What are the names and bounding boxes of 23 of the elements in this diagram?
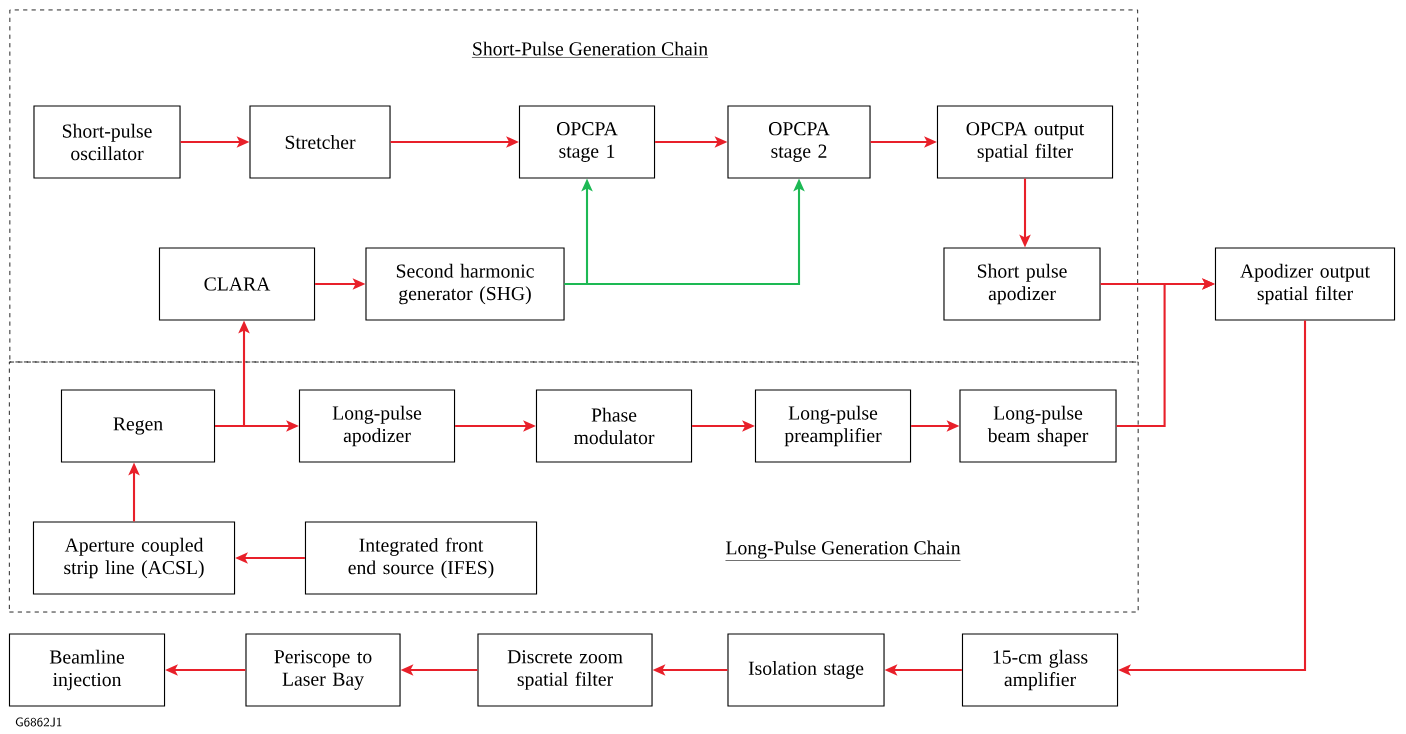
process-box: Short-pulse oscillator [33, 105, 181, 179]
process-box: Short pulse apodizer [943, 247, 1101, 321]
process-box: 15-cm glass amplifier [961, 633, 1119, 707]
process-box: OPCPA output spatial filter [936, 105, 1114, 179]
process-box: Long-pulse beam shaper [959, 389, 1117, 463]
process-box: Periscope to Laser Bay [245, 633, 401, 707]
process-box: CLARA [158, 247, 316, 321]
process-box: Regen [60, 389, 216, 463]
process-box: Beamline injection [8, 633, 166, 707]
process-box: OPCPA stage 2 [727, 105, 871, 179]
process-box: Integrated front end source (IFES) [304, 521, 538, 595]
group-title: Short-Pulse Generation Chain [471, 41, 709, 58]
process-box: Discrete zoom spatial filter [477, 633, 653, 707]
process-box: OPCPA stage 1 [518, 105, 656, 179]
group-title: Long-Pulse Generation Chain [725, 540, 961, 561]
process-box: Second harmonic generator (SHG) [365, 247, 565, 321]
process-box: Phase modulator [535, 389, 693, 463]
process-box: Apodizer output spatial filter [1214, 247, 1396, 321]
process-box: Aperture coupled strip line (ACSL) [32, 521, 236, 595]
process-box: Stretcher [249, 105, 391, 179]
process-box: Long-pulse preamplifier [754, 389, 912, 463]
process-box: Long-pulse apodizer [298, 389, 456, 463]
process-box: Isolation stage [727, 633, 885, 707]
